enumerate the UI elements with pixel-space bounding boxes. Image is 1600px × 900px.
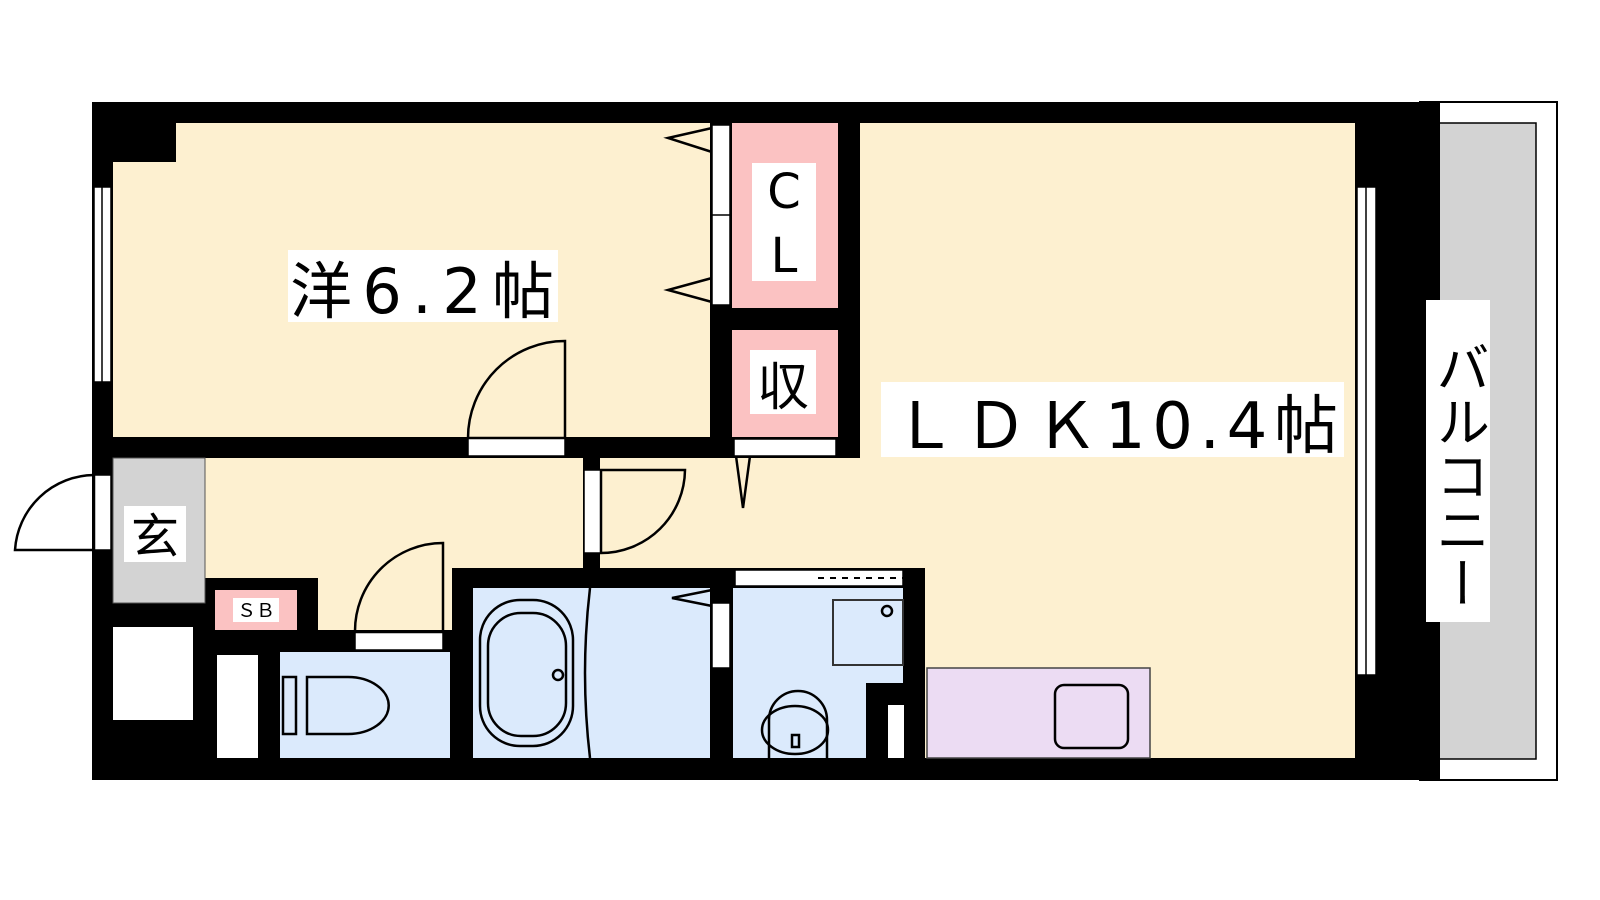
closet-label-top: C: [767, 164, 801, 220]
sink-icon: [1053, 683, 1130, 750]
void: [113, 627, 193, 720]
washbasin-icon: [767, 689, 829, 758]
bathtub-icon: [478, 598, 575, 748]
void: [888, 705, 904, 758]
kitchen-counter: [926, 667, 1151, 759]
ldk-door[interactable]: [583, 469, 602, 554]
entrance-label: 玄: [131, 509, 179, 565]
hallway: [205, 458, 583, 630]
balcony-label: バルコニー: [1427, 340, 1490, 610]
washer-space-icon: [832, 599, 904, 666]
toilet-room: [280, 652, 450, 758]
bathroom: [473, 588, 710, 758]
door-swing: [353, 541, 445, 634]
toilet-icon: [281, 675, 298, 736]
washroom: [733, 588, 903, 758]
toilet-door[interactable]: [354, 631, 444, 651]
bath-door[interactable]: [711, 602, 731, 669]
closet-label-bottom: L: [771, 228, 798, 284]
shoebox-label: ＳＢ: [237, 600, 275, 622]
entrance-door[interactable]: [93, 474, 112, 551]
western-room-label: 洋6.2帖: [290, 255, 554, 328]
storage-door[interactable]: [733, 438, 837, 457]
door-swing: [13, 473, 96, 552]
storage-label: 収: [757, 358, 809, 418]
door-swing: [466, 339, 567, 440]
door-swing: [599, 468, 687, 555]
western-door[interactable]: [467, 437, 566, 457]
void: [217, 655, 258, 758]
ldk-label: ＬＤＫ10.4帖: [893, 390, 1338, 464]
